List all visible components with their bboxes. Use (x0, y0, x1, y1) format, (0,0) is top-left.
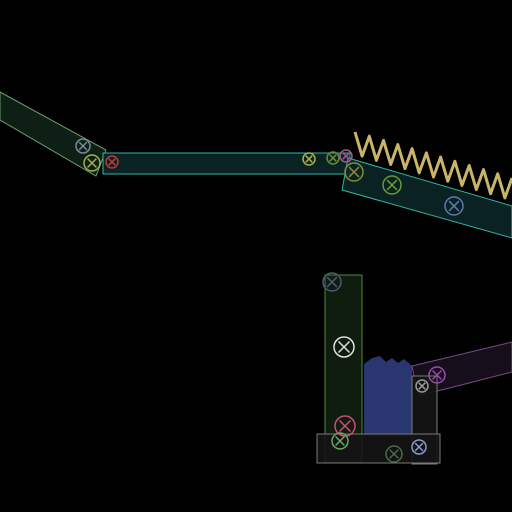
vertical-post[interactable] (324, 274, 363, 463)
pin-cross (432, 370, 442, 380)
pin-cross (108, 158, 116, 166)
pin-cross (337, 340, 351, 354)
pin-ring (333, 336, 355, 358)
pin-ring (83, 154, 101, 172)
pin-cross (348, 166, 360, 178)
pin-ring (339, 149, 353, 163)
pin-box-top[interactable] (415, 379, 429, 393)
pin-cross (326, 276, 338, 288)
pin-ring (382, 175, 402, 195)
pin-ring (411, 439, 427, 455)
pin-cross (386, 179, 398, 191)
left-ramp[interactable] (0, 91, 107, 177)
pin-beam-right-c[interactable] (339, 149, 353, 163)
pin-beam-right-b[interactable] (326, 151, 340, 165)
pin-cross (78, 141, 88, 151)
pin-cross (335, 436, 345, 446)
spring-ramp[interactable] (341, 157, 512, 239)
pin-cross (414, 442, 424, 452)
pin-cross (389, 449, 399, 459)
water-body (364, 356, 412, 436)
pin-cross (329, 154, 337, 162)
pin-cross (305, 155, 313, 163)
pin-left-ramp-upper[interactable] (75, 138, 91, 154)
pin-ring (415, 379, 429, 393)
pin-spring-ramp-a[interactable] (344, 162, 364, 182)
pin-ring (385, 445, 403, 463)
pin-beam-left[interactable] (105, 155, 119, 169)
pin-ring (326, 151, 340, 165)
pin-cross (87, 158, 97, 168)
pin-cross (418, 382, 426, 390)
pin-cross (338, 419, 352, 433)
pin-post-top[interactable] (322, 272, 342, 292)
pin-ring (444, 196, 464, 216)
pin-ring (344, 162, 364, 182)
pin-ring (322, 272, 342, 292)
pin-base-right[interactable] (411, 439, 427, 455)
pin-cross (448, 200, 460, 212)
pin-beam-right-a[interactable] (302, 152, 316, 166)
pin-post-middle[interactable] (333, 336, 355, 358)
pin-ring (75, 138, 91, 154)
pin-cross (342, 152, 350, 160)
pin-ring (302, 152, 316, 166)
pin-base-middle[interactable] (385, 445, 403, 463)
pin-ring (334, 415, 356, 437)
pin-spring-ramp-b[interactable] (382, 175, 402, 195)
pin-base-left[interactable] (331, 432, 349, 450)
pin-spring-ramp-c[interactable] (444, 196, 464, 216)
pin-arm[interactable] (428, 366, 446, 384)
pin-post-bottom[interactable] (334, 415, 356, 437)
spring[interactable] (353, 131, 512, 200)
pin-ring (105, 155, 119, 169)
pin-left-ramp-lower[interactable] (83, 154, 101, 172)
pin-ring (428, 366, 446, 384)
pin-ring (331, 432, 349, 450)
